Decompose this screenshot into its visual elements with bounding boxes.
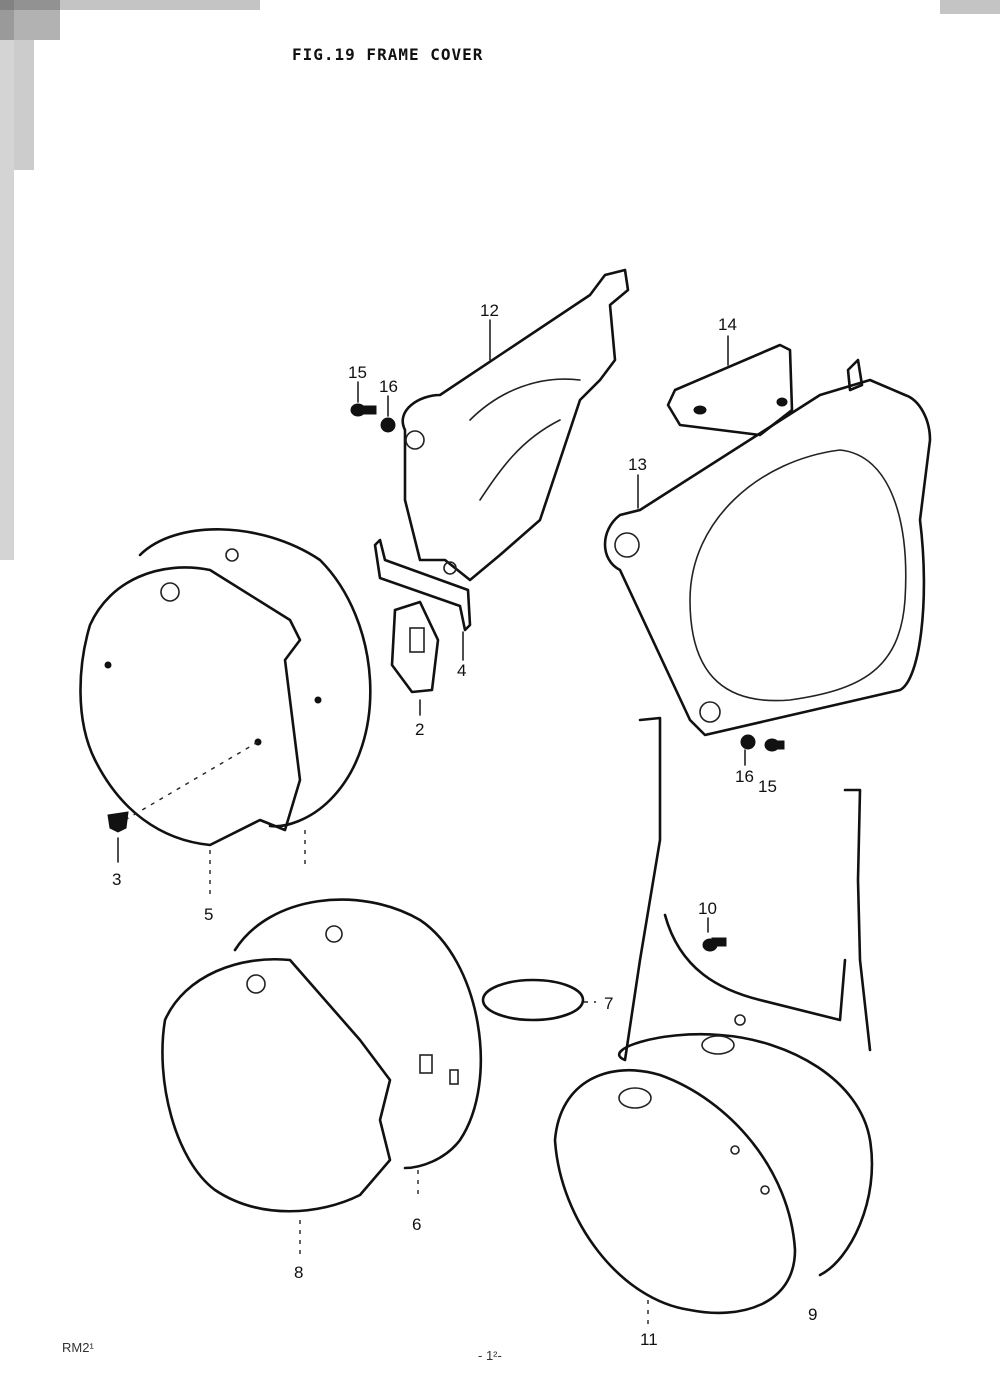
part-8-cover-plate (161, 957, 392, 1213)
part-3-screw (107, 811, 129, 833)
part-16-washer-lower (740, 734, 756, 750)
scan-noise (0, 0, 1000, 560)
part-11-cover-plate (553, 1068, 797, 1315)
callout-10: 10 (698, 899, 717, 918)
part-10-bolt (702, 937, 727, 952)
part-16-washer-upper (380, 417, 396, 433)
callout-3: 3 (112, 870, 121, 889)
callout-14: 14 (718, 315, 737, 334)
footer-model-code: RM2¹ (62, 1340, 94, 1355)
callout-6: 6 (412, 1215, 421, 1234)
part-15-bolt-lower (764, 738, 785, 752)
callout-15-upper: 15 (348, 363, 367, 382)
callout-4: 4 (457, 661, 466, 680)
callout-8: 8 (294, 1263, 303, 1282)
part-7-o-ring (481, 978, 596, 1022)
part-12-left-frame-cover (401, 268, 630, 582)
callout-16-upper: 16 (379, 377, 398, 396)
callout-13: 13 (628, 455, 647, 474)
callout-12: 12 (480, 301, 499, 320)
callout-16-lower: 16 (735, 767, 754, 786)
part-6-cover-ring (233, 898, 483, 1170)
callout-9: 9 (808, 1305, 817, 1324)
part-9-cover-body (617, 716, 874, 1277)
callout-5: 5 (204, 905, 213, 924)
part-4-bracket (373, 538, 472, 632)
part-15-bolt-upper (350, 403, 377, 417)
callout-15-lower: 15 (758, 777, 777, 796)
part-14-plate (666, 343, 794, 437)
part-13-right-frame-cover (603, 358, 932, 737)
figure-title: FIG.19 FRAME COVER (292, 45, 483, 64)
leader-lines (117, 319, 746, 1325)
callout-7: 7 (604, 994, 613, 1013)
part-2-clip (390, 600, 440, 694)
footer-page-number: - 1²- (478, 1348, 502, 1363)
callout-11: 11 (640, 1330, 658, 1349)
part-5-cover-plate (79, 528, 372, 847)
callout-2: 2 (415, 720, 424, 739)
